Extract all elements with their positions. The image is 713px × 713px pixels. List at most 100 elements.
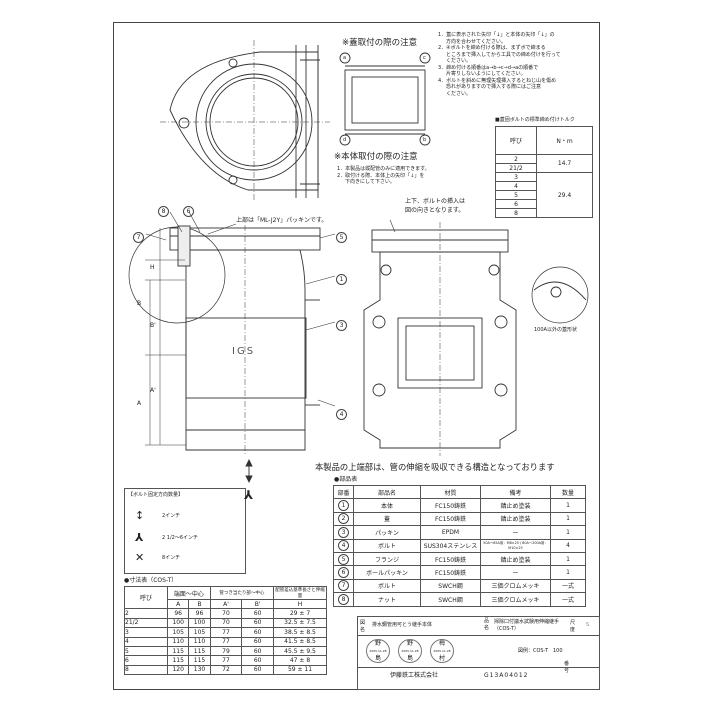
- dim-h: H: [150, 264, 155, 271]
- bolt-hole-icon: [178, 117, 190, 129]
- balloon-5: 5: [336, 224, 347, 243]
- balloon-3: 3: [336, 312, 347, 331]
- flange-detail-circle: [531, 266, 589, 324]
- bolt-marker-a: [339, 52, 351, 64]
- bolt-direction-label: 8インチ: [162, 555, 181, 561]
- y-symbol-icon: ⅄: [244, 488, 254, 502]
- torque-header-nm: N・m: [536, 126, 593, 155]
- body-note-line: 2．取付ける際、本体上の矢印「↓」を: [337, 172, 425, 179]
- bolt-hole-icon: [380, 264, 392, 276]
- detail-circle: [128, 226, 226, 324]
- dim-b: B: [137, 300, 142, 307]
- y-symbol-icon: ⅄: [135, 531, 144, 544]
- torque-size: 6: [495, 199, 537, 209]
- drawing-sheet: [113, 22, 600, 690]
- torque-size: 4: [495, 181, 537, 191]
- dim-header-b2: B': [241, 598, 274, 610]
- title-block-rev-label: 番号: [564, 661, 570, 674]
- dim-header-insert: 配管差込基準長さと伸縮量: [273, 586, 327, 600]
- lid-note-line: ください。: [446, 58, 472, 64]
- title-block-company: 伊藤鉄工株式会社: [390, 672, 439, 679]
- bolt-hole-icon: [372, 383, 386, 397]
- title-block-model: 図例：COS-T 100: [518, 648, 563, 654]
- lid-note-line: 恐れがありますので挿入する際にはご注意: [446, 84, 542, 90]
- dim-a-prime: A': [150, 387, 156, 394]
- body-note-line: 1．本製品は縦配管のみに適用できます。: [337, 166, 430, 172]
- title-block-label-scale: 尺度: [570, 620, 576, 633]
- torque-header-size: 呼び: [495, 126, 537, 155]
- cross-symbol-icon: ✕: [135, 551, 145, 564]
- body-note-line: 下向きにして下さい。: [345, 179, 395, 185]
- dim-header-pipe-center: 管つき当たり部〜中心: [209, 586, 275, 600]
- torque-value: 29.4: [536, 172, 593, 218]
- bolt-direction-label: 2インチ: [162, 513, 181, 519]
- torque-size: 8: [495, 208, 537, 218]
- dim-table-title: ●寸法表（COS-T）: [124, 577, 178, 584]
- lid-note-line: 4．ボルトを斜めに無理矢理挿入するとねじ山を傷め: [438, 77, 557, 84]
- title-block-product: 掃除口付議水試験用伸縮継手（COS-T）: [494, 619, 560, 632]
- torque-size: 5: [495, 190, 537, 200]
- lid-note-line: 方向を合わせてください。: [446, 38, 506, 45]
- parts-header: 部品名: [353, 484, 421, 500]
- dim-header-size: 呼び: [124, 585, 168, 610]
- title-block: 図名 排水鋼管用可とう継手本体 品名 掃除口付議水試験用伸縮継手（COS-T） …: [357, 616, 600, 690]
- dim-header-end-center: 端面〜中心: [167, 586, 211, 600]
- torque-size: 21/2: [495, 163, 537, 173]
- title-block-label-product: 品名: [484, 618, 490, 631]
- dim-header-h: H: [273, 598, 327, 610]
- lid-notes-title: ※蓋取付の際の注意: [342, 38, 418, 48]
- balloon-8: 8: [158, 198, 169, 217]
- dim-header-a: A: [166, 598, 190, 610]
- parts-title: ●部品表: [334, 476, 358, 483]
- packing-note: 上部は「ML-J2Y」パッキンです。: [236, 217, 328, 224]
- bolt-hole-icon: [372, 315, 386, 329]
- title-block-name: 排水鋼管用可とう継手本体: [372, 622, 433, 628]
- bolt-hole-icon: [494, 383, 508, 397]
- body-notes-title: ※本体取付の際の注意: [334, 152, 418, 162]
- bolt-hole-icon: [494, 315, 508, 329]
- bolt-hole-icon: [488, 264, 500, 276]
- dim-header-b: B: [188, 598, 211, 610]
- bolt-direction-title: 【ボルト固定方向数量】: [128, 492, 184, 498]
- body-section: [185, 249, 306, 451]
- lid-square-view: [344, 69, 426, 131]
- bolt-letter-b: b: [423, 137, 427, 143]
- igs-logo: IGS: [232, 346, 256, 357]
- parts-header: 材質: [420, 484, 481, 500]
- torque-size: 2: [495, 154, 537, 164]
- dim-header-a2: A': [209, 598, 243, 610]
- lid-note-line: 片寄りしないようにしてください。: [446, 71, 526, 77]
- flange-shape-note: 100A以外の蓋形状: [534, 327, 577, 333]
- bolt-letter-c: c: [423, 55, 426, 61]
- title-block-scale: S: [586, 622, 590, 628]
- body-side: [363, 251, 517, 449]
- dim-table: 呼び 端面〜中心 管つき当たり部〜中心 配管差込基準長さと伸縮量 A B A' …: [124, 585, 327, 676]
- bolt-hole-icon: [228, 175, 238, 185]
- torque-value: 14.7: [536, 154, 593, 173]
- torque-size: 3: [495, 172, 537, 182]
- title-block-drawing-no: G13A04012: [484, 672, 529, 679]
- parts-header: 部番: [333, 484, 354, 500]
- balloon-7: 7: [133, 224, 144, 243]
- bolt-marker-d: [339, 134, 351, 146]
